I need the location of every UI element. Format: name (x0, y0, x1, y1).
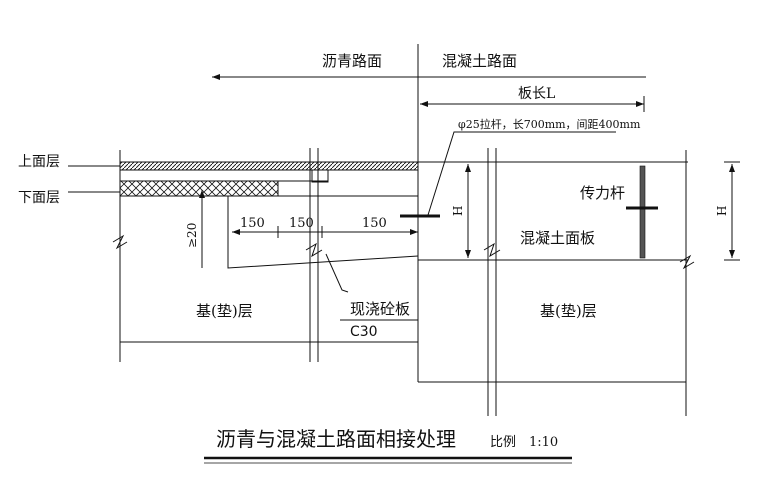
cast-slab-leader (325, 253, 349, 293)
dim-150-b-label: 150 (289, 216, 314, 231)
upper-asphalt-layer (119, 161, 419, 171)
asphalt-upper-step (311, 169, 329, 183)
tie-bar-spec-label: φ25拉杆，长700mm，间距400mm (458, 117, 641, 131)
drawing-title: 沥青与混凝土路面相接处理 (216, 427, 456, 451)
tie-bar-leader-line (427, 131, 458, 216)
right-base-label: 基(垫)层 (540, 302, 597, 320)
concrete-pavement-label: 混凝土路面 (442, 52, 517, 70)
right-break-symbol (679, 254, 695, 270)
slab-length-label: 板长L (518, 86, 555, 102)
left-break-symbol (112, 234, 128, 250)
dim-150-c-label: 150 (362, 216, 387, 231)
cast-slab-label: 现浇砼板 (350, 300, 410, 318)
asphalt-pavement-label: 沥青路面 (322, 52, 382, 70)
height-left-label: H (451, 206, 465, 216)
lower-asphalt-layer (119, 180, 279, 197)
upper-layer-label: 上面层 (18, 154, 60, 170)
dim-150-a-label: 150 (240, 216, 265, 231)
right-cut-break-symbol (483, 242, 501, 258)
left-base-label: 基(垫)层 (196, 302, 253, 320)
concrete-slab-label: 混凝土面板 (520, 229, 595, 247)
lower-layer-label: 下面层 (18, 190, 60, 206)
cast-slab-bottom-line (227, 196, 419, 269)
dowel-bar-label: 传力杆 (580, 184, 625, 202)
dowel-bar (639, 165, 646, 259)
min-20-dimension-label: ≥20 (185, 223, 199, 248)
left-cut-break-symbol (305, 242, 323, 258)
drawing-scale: 比例 1:10 (490, 435, 558, 450)
concrete-grade-label: C30 (350, 324, 378, 340)
height-right-label: H (715, 206, 729, 216)
